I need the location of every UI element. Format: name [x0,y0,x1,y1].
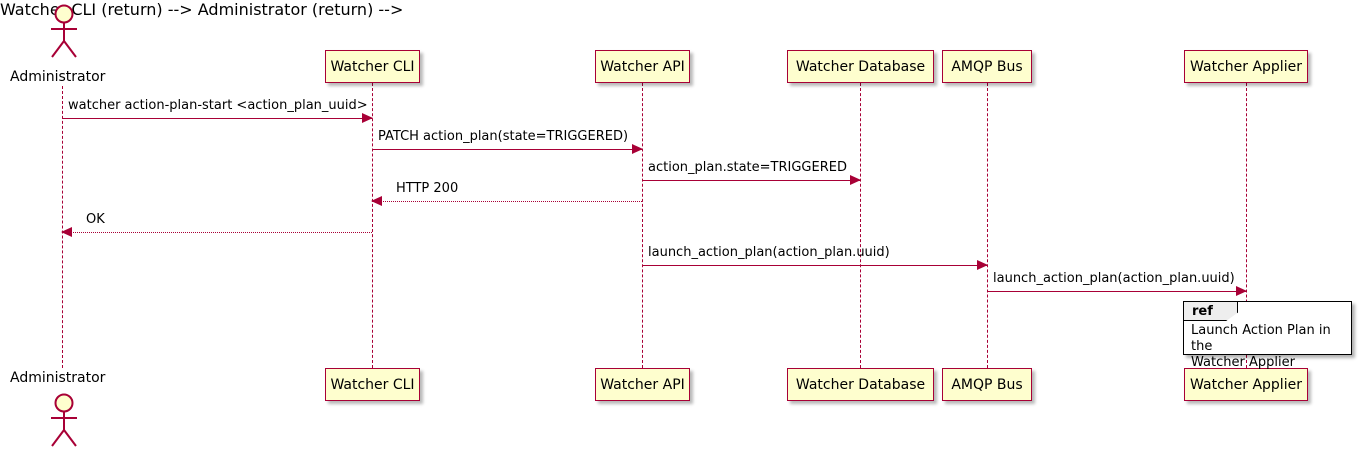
actor-label-administrator-top: Administrator [10,69,106,85]
actor-label-administrator-bottom: Administrator [10,370,106,386]
ref-fragment-text: Launch Action Plan in the Watcher Applie… [1191,323,1331,370]
participant-watcher-api-bottom[interactable]: Watcher API [595,368,690,401]
participant-watcher-applier-top[interactable]: Watcher Applier [1184,50,1308,83]
message-line [62,118,372,119]
arrow-head-left-icon [371,196,382,206]
actor-stick-figure-icon [51,393,77,447]
participant-watcher-applier-bottom[interactable]: Watcher Applier [1184,368,1308,401]
lifeline-watcher-api [642,83,643,368]
participant-watcher-database-top[interactable]: Watcher Database [787,50,934,83]
message-label: watcher action-plan-start <action_plan_u… [68,98,368,113]
participant-watcher-database-bottom[interactable]: Watcher Database [787,368,934,401]
arrow-head-right-icon [977,260,988,270]
message-line [372,201,642,202]
arrow-head-right-icon [850,175,861,185]
message-line [987,291,1246,292]
ref-fragment-tag: ref [1184,302,1238,321]
lifeline-amqp-bus [987,83,988,368]
lifeline-watcher-cli [372,83,373,368]
participant-watcher-cli-top[interactable]: Watcher CLI [325,50,420,83]
message-line [642,180,860,181]
message-label: launch_action_plan(action_plan.uuid) [993,271,1235,286]
message-line [372,149,642,150]
message-label: HTTP 200 [396,181,459,196]
participant-watcher-api-top[interactable]: Watcher API [595,50,690,83]
participant-amqp-bus-top[interactable]: AMQP Bus [942,50,1032,83]
participant-watcher-cli-bottom[interactable]: Watcher CLI [325,368,420,401]
message-line [642,265,987,266]
arrow-head-right-icon [1236,286,1247,296]
message-label: action_plan.state=TRIGGERED [648,160,847,175]
participant-amqp-bus-bottom[interactable]: AMQP Bus [942,368,1032,401]
lifeline-watcher-applier [1246,83,1247,368]
actor-administrator-top [39,3,85,59]
lifeline-watcher-database [860,83,861,368]
ref-fragment: ref Launch Action Plan in the Watcher Ap… [1183,301,1352,370]
message-line [62,232,372,233]
actor-administrator-bottom [39,392,85,448]
actor-stick-figure-icon [51,4,77,58]
message-label: OK [86,212,105,227]
arrow-head-left-icon [61,227,72,237]
arrow-head-right-icon [362,113,373,123]
message-label: launch_action_plan(action_plan.uuid) [648,245,890,260]
arrow-head-right-icon [632,144,643,154]
message-label: PATCH action_plan(state=TRIGGERED) [378,129,629,144]
